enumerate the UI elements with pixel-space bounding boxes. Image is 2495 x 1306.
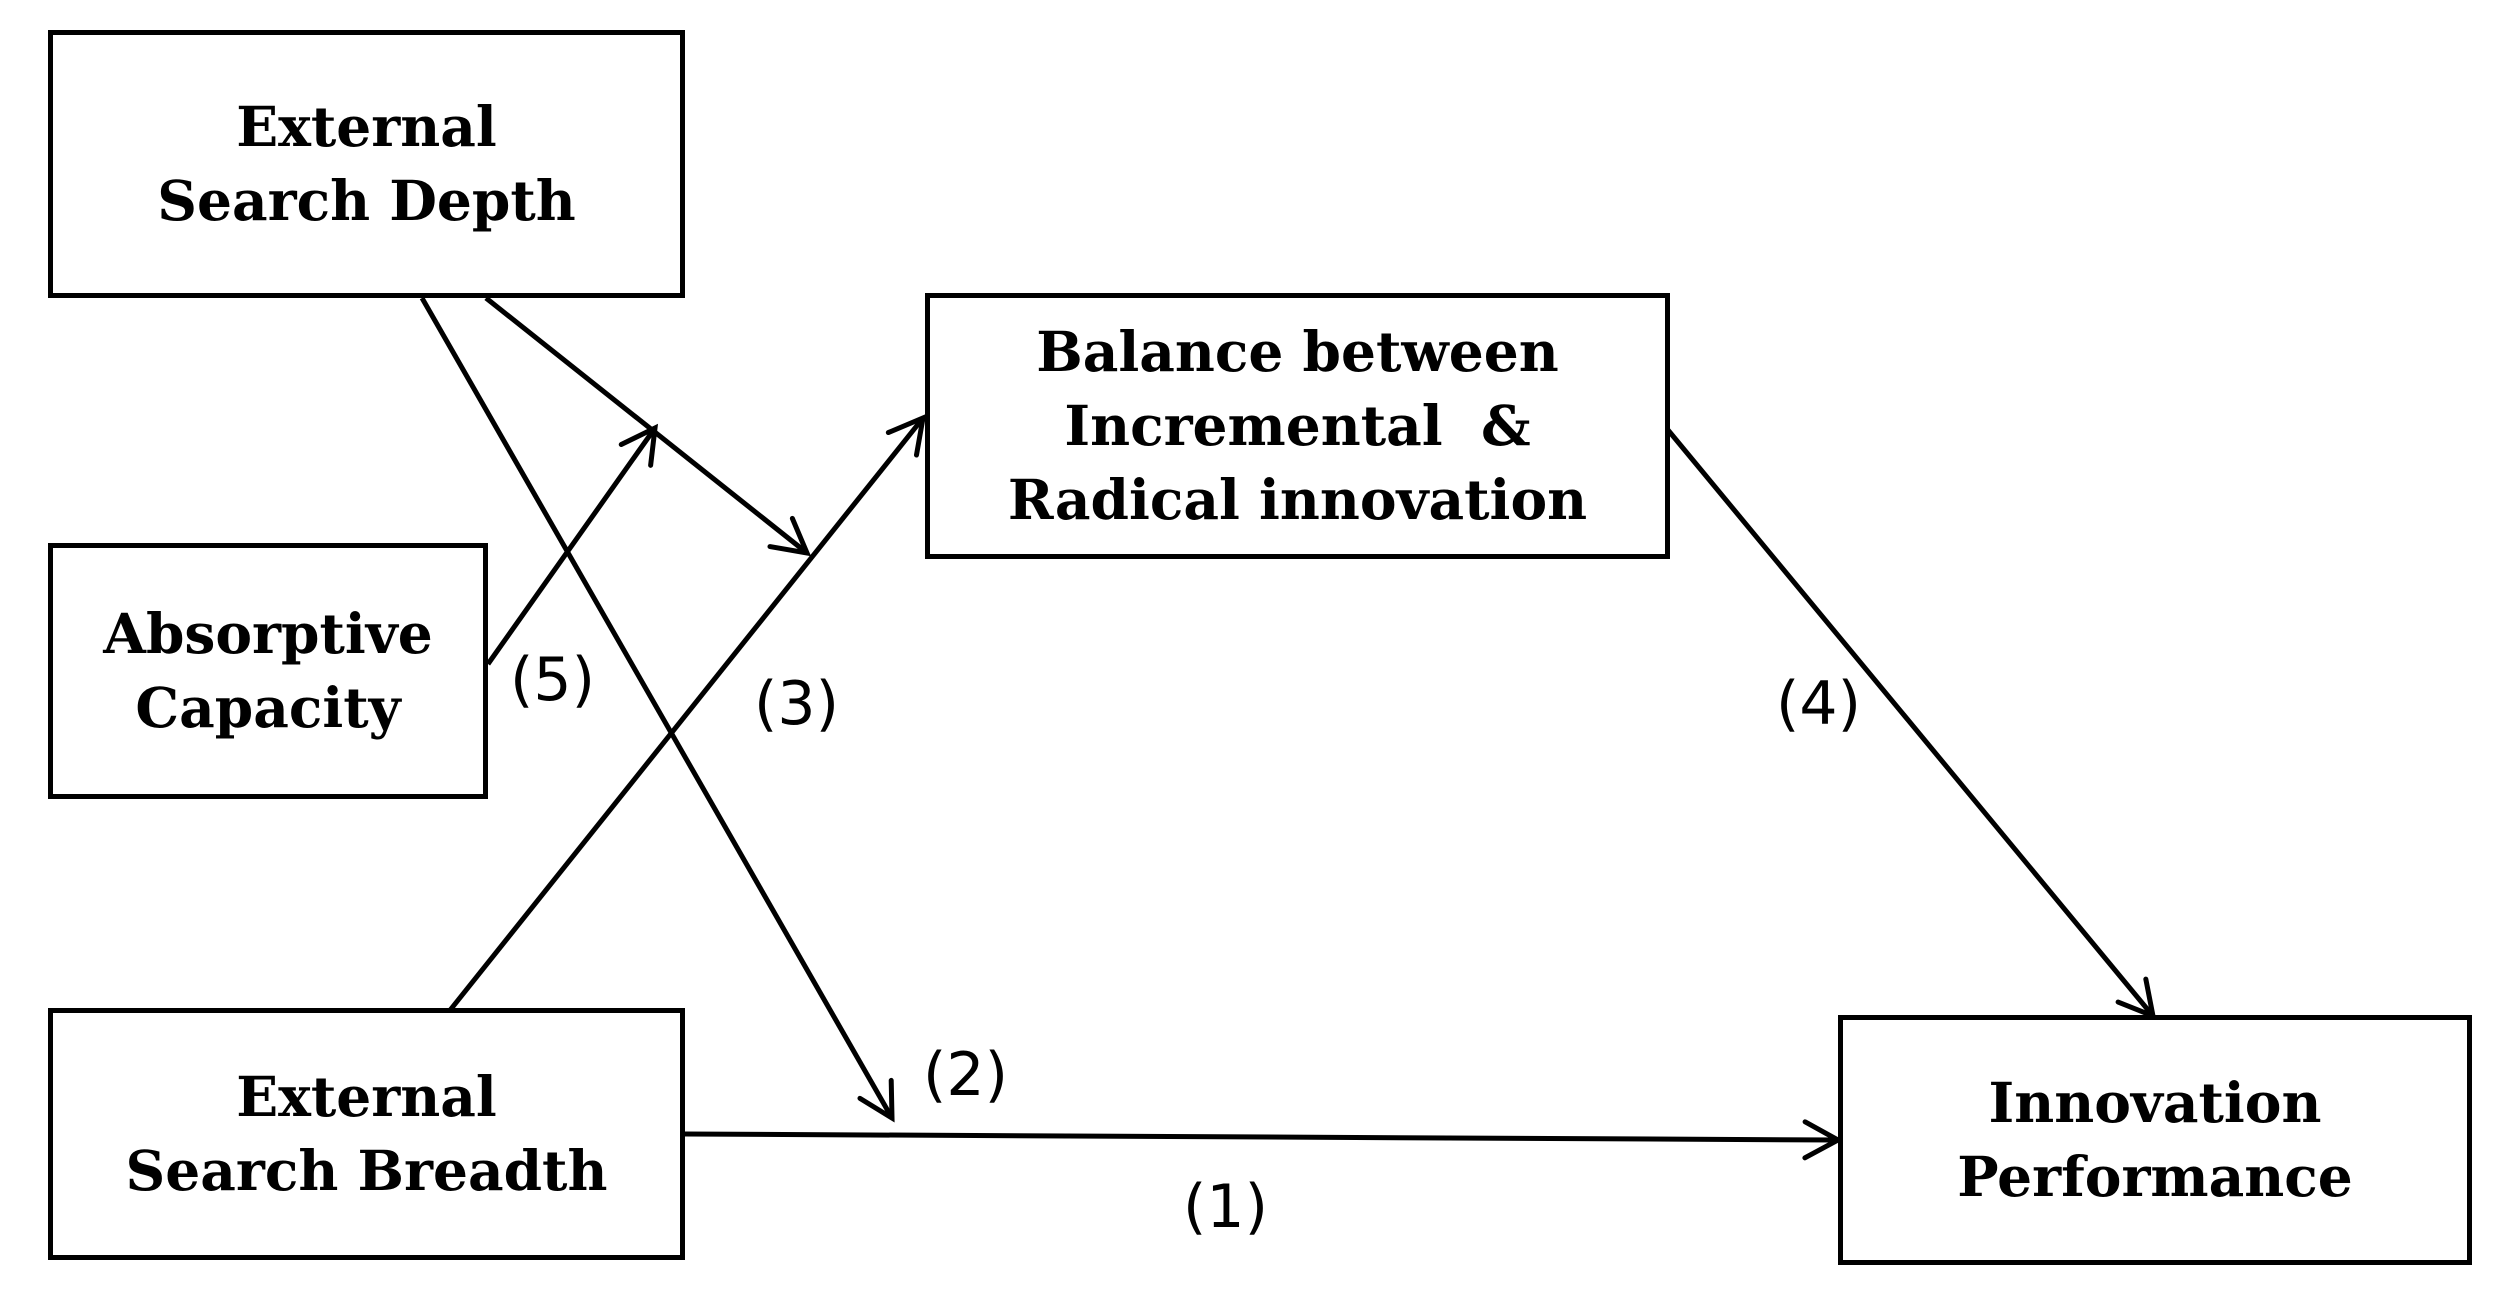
node-external-search-depth: External Search Depth <box>48 30 685 298</box>
arrow-path-5 <box>485 423 659 666</box>
node-label-line: Absorptive <box>103 601 433 666</box>
arrow-depth-moderation <box>484 296 812 557</box>
node-label-line: Performance <box>1957 1144 2353 1209</box>
node-label-line: Incremental & <box>1064 393 1531 458</box>
node-label-line: Balance between <box>1036 319 1559 384</box>
node-label-line: Search Depth <box>157 168 576 233</box>
node-absorptive-capacity: Absorptive Capacity <box>48 543 488 799</box>
arrow-path-4 <box>1666 428 2157 1021</box>
arrow-path-3 <box>445 413 927 1016</box>
path-label-1: (1) <box>1183 1172 1268 1242</box>
path-label-3: (3) <box>754 669 839 739</box>
node-label-line: Capacity <box>135 675 401 740</box>
node-label-line: Innovation <box>1988 1070 2322 1135</box>
node-label-line: External <box>236 1064 497 1129</box>
arrow-path-2 <box>419 296 895 1123</box>
path-label-4: (4) <box>1776 669 1861 739</box>
node-innovation-performance: Innovation Performance <box>1838 1015 2472 1265</box>
node-label-line: External <box>236 94 497 159</box>
node-label-line: Search Breadth <box>125 1138 608 1203</box>
node-label-line: Radical innovation <box>1007 467 1588 532</box>
node-external-search-breadth: External Search Breadth <box>48 1008 685 1260</box>
path-label-5: (5) <box>510 645 595 715</box>
node-balance-innovation: Balance between Incremental & Radical in… <box>925 293 1670 559</box>
path-label-2: (2) <box>923 1040 1008 1110</box>
arrow-path-1 <box>684 1119 1844 1161</box>
